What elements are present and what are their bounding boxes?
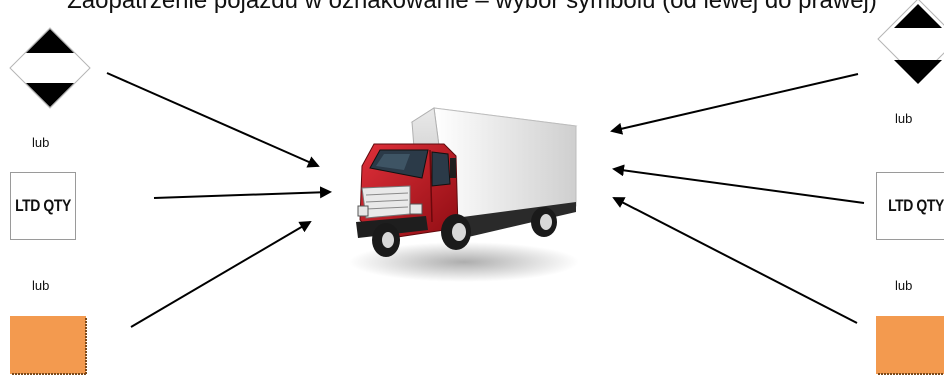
arrow-left-middle	[154, 192, 330, 198]
arrow-right-top	[612, 74, 858, 131]
truck-icon	[344, 102, 594, 284]
arrow-left-top	[107, 73, 318, 166]
arrow-left-bottom	[131, 222, 310, 327]
arrow-right-bottom	[614, 198, 857, 323]
arrow-right-middle	[614, 169, 864, 203]
